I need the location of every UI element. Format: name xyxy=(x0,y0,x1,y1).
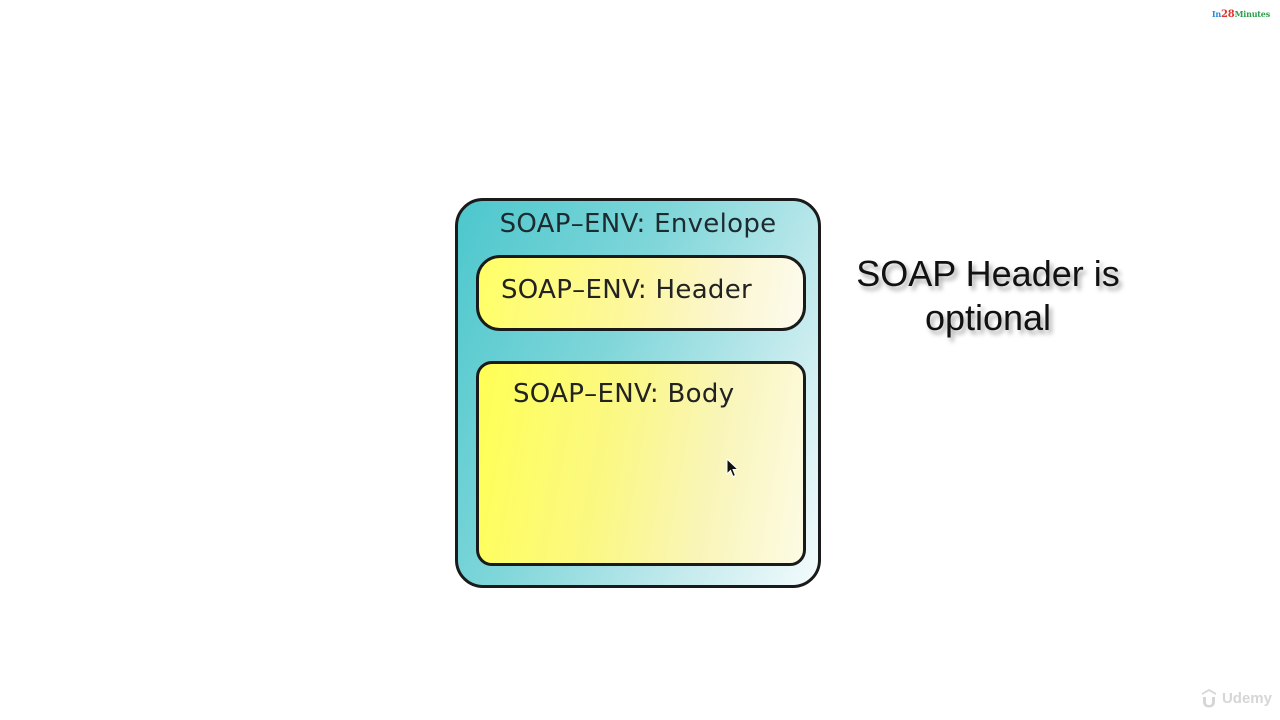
brand-logo-number: 28 xyxy=(1221,9,1235,20)
annotation-line-1: SOAP Header is xyxy=(856,253,1120,294)
annotation-text: SOAP Header is optional xyxy=(838,252,1138,340)
header-label: SOAP–ENV: Header xyxy=(501,275,753,305)
envelope-label: SOAP–ENV: Envelope xyxy=(499,209,777,239)
soap-body-box: SOAP–ENV: Body xyxy=(476,361,806,566)
body-label: SOAP–ENV: Body xyxy=(513,379,735,409)
udemy-logo-icon xyxy=(1201,689,1216,708)
brand-logo-prefix: In xyxy=(1211,9,1222,19)
brand-logo-suffix: Minutes xyxy=(1234,9,1271,19)
brand-logo: In28Minutes xyxy=(1212,9,1270,20)
udemy-watermark: Udemy xyxy=(1200,688,1272,708)
soap-header-box: SOAP–ENV: Header xyxy=(476,255,806,331)
watermark-text: Udemy xyxy=(1221,689,1272,707)
soap-envelope-box: SOAP–ENV: Envelope SOAP–ENV: Header SOAP… xyxy=(455,198,821,588)
annotation-line-2: optional xyxy=(924,297,1052,338)
mouse-cursor-icon xyxy=(726,458,740,478)
